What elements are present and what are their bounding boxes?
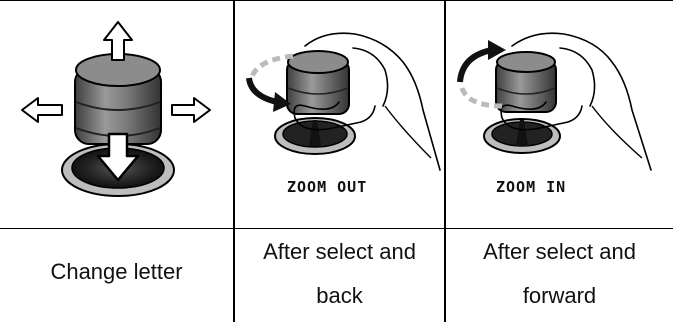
caption-zoom-in-line1: After select and xyxy=(446,230,673,274)
caption-zoom-in-line2: forward xyxy=(446,274,673,318)
panel-zoom-out: ZOOM OUT After select and back xyxy=(235,0,444,322)
label-zoom-in: ZOOM IN xyxy=(496,178,566,196)
arrow-right-icon xyxy=(172,98,210,122)
caption-zoom-out-line1: After select and xyxy=(235,230,444,274)
caption-change-letter: Change letter xyxy=(0,250,233,294)
panel-zoom-in: ZOOM IN After select and forward xyxy=(446,0,673,322)
joystick-four-direction-illustration xyxy=(0,10,233,220)
panel-change-letter: Change letter xyxy=(0,0,233,322)
rotate-counterclockwise-icon xyxy=(249,78,277,102)
label-zoom-out: ZOOM OUT xyxy=(287,178,367,196)
rotate-clockwise-icon xyxy=(460,50,492,82)
arrow-left-icon xyxy=(22,98,62,122)
caption-zoom-out-line2: back xyxy=(235,274,444,318)
